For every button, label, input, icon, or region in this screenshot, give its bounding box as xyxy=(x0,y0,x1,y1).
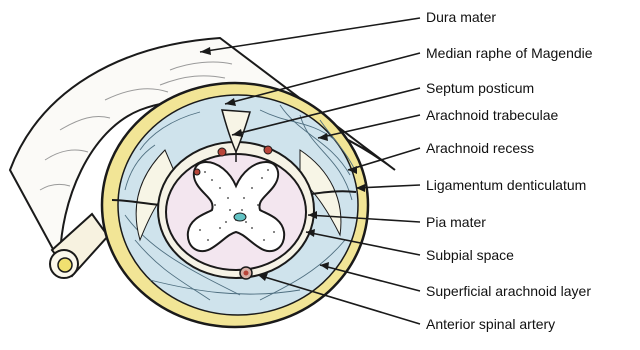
central-canal xyxy=(234,213,246,221)
anterior-spinal-artery-lumen xyxy=(244,271,249,276)
lateral-vessel xyxy=(194,169,200,175)
posterior-vessel-right xyxy=(264,146,272,154)
posterior-vessel-left xyxy=(218,148,226,156)
label-subpial-space: Subpial space xyxy=(426,247,514,263)
label-pia-mater: Pia mater xyxy=(426,214,486,230)
label-anterior-spinal-artery: Anterior spinal artery xyxy=(426,316,555,332)
label-ligamentum-denticulatum: Ligamentum denticulatum xyxy=(426,177,586,193)
label-median-raphe: Median raphe of Magendie xyxy=(426,45,593,61)
label-septum-posticum: Septum posticum xyxy=(426,80,534,96)
label-superficial-arachnoid-layer: Superficial arachnoid layer xyxy=(426,283,591,299)
label-arachnoid-trabeculae: Arachnoid trabeculae xyxy=(426,107,558,123)
label-dura-mater: Dura mater xyxy=(426,9,496,25)
label-arachnoid-recess: Arachnoid recess xyxy=(426,140,534,156)
